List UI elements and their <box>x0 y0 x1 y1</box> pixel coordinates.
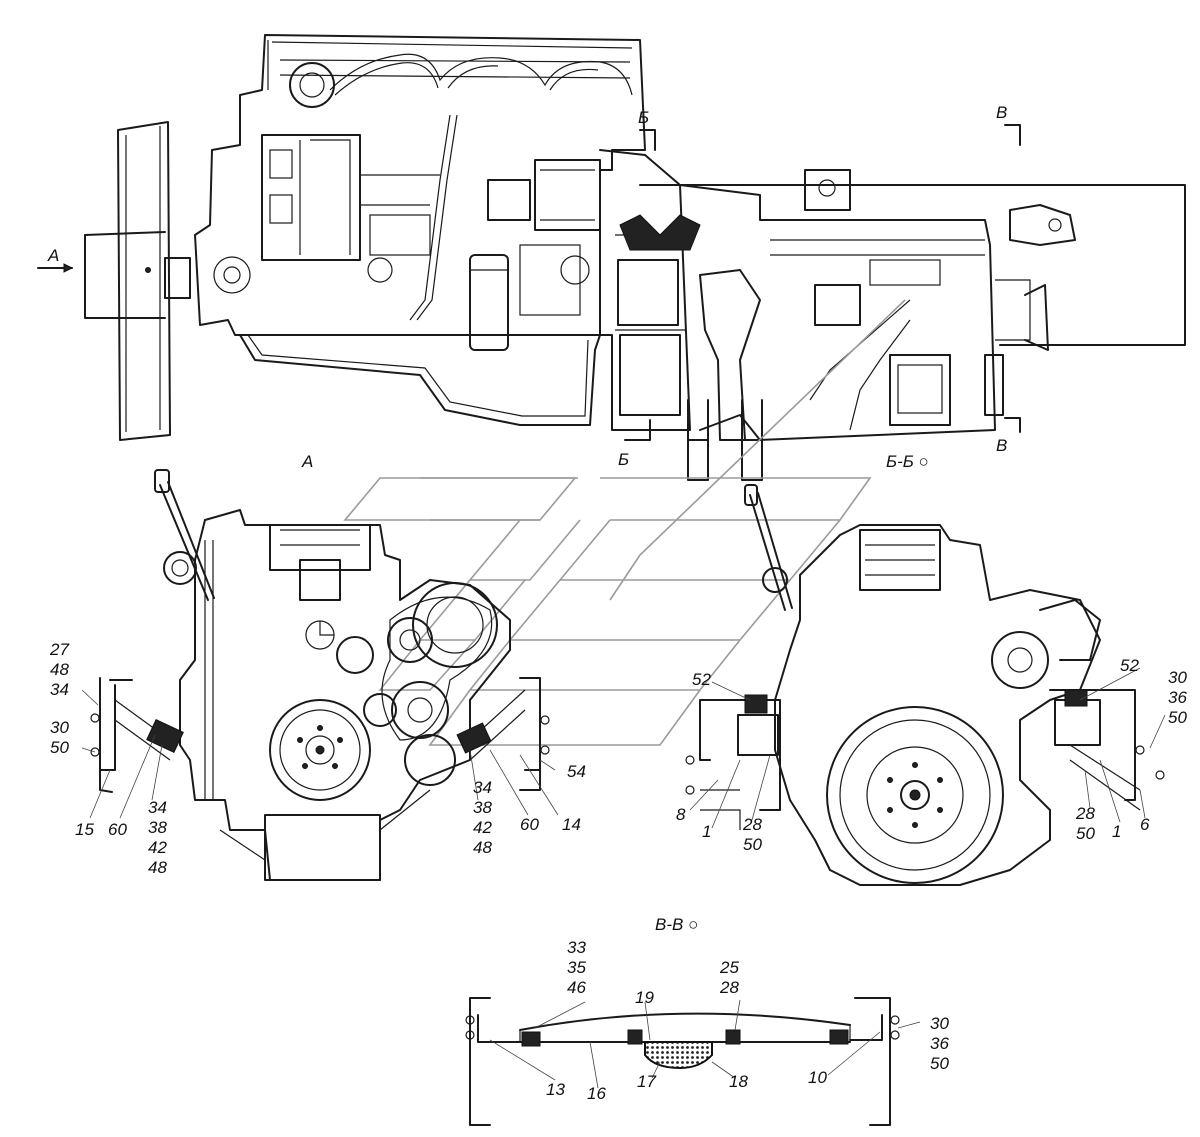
section-mark-a-left: А <box>48 246 60 265</box>
callout-27-48-34: 27 48 34 <box>50 640 69 699</box>
fan-disc <box>117 121 191 441</box>
projection-guides <box>343 299 906 746</box>
callout-17: 17 <box>637 1072 656 1091</box>
callout-8: 8 <box>676 805 686 824</box>
callout-10: 10 <box>808 1068 827 1087</box>
callout-leaders <box>81 667 1166 1089</box>
callout-1-right: 1 <box>1112 822 1122 841</box>
section-title-bb-text: Б-Б <box>886 452 914 471</box>
rear-view-bb <box>685 484 1165 886</box>
gearbox <box>679 169 1049 481</box>
engine-block <box>194 34 646 351</box>
callout-13: 13 <box>546 1080 565 1099</box>
top-side-view <box>37 34 1186 481</box>
circle-icon: ○ <box>918 452 929 471</box>
callout-15: 15 <box>75 820 94 839</box>
callout-14: 14 <box>562 815 581 834</box>
section-mark-v-bottom: В <box>996 436 1008 455</box>
callout-60-right: 60 <box>520 815 539 834</box>
callout-34-38-42-48-right: 34 38 42 48 <box>473 778 492 857</box>
section-title-vv: В-В ○ <box>655 915 698 935</box>
callout-19: 19 <box>635 988 654 1007</box>
section-mark-b-bottom: Б <box>618 450 630 469</box>
callout-30-36-50-right: 30 36 50 <box>1168 668 1187 727</box>
callout-54: 54 <box>567 762 586 781</box>
section-title-bb: Б-Б ○ <box>886 452 929 472</box>
callout-28-50-right: 28 50 <box>1076 804 1095 843</box>
front-view-a <box>90 469 550 881</box>
callout-34-38-42-48-left: 34 38 42 48 <box>148 798 167 877</box>
callout-52-right: 52 <box>1120 656 1139 675</box>
section-vv <box>465 997 900 1126</box>
circle-icon: ○ <box>688 915 699 934</box>
callout-6: 6 <box>1140 815 1150 834</box>
section-mark-b-top: Б <box>638 108 650 127</box>
callout-1-left: 1 <box>702 822 712 841</box>
section-mark-v-top: В <box>996 103 1008 122</box>
callout-52-left: 52 <box>692 670 711 689</box>
callout-30-36-50-bottom: 30 36 50 <box>930 1014 949 1073</box>
callout-16: 16 <box>587 1084 606 1103</box>
section-title-vv-text: В-В <box>655 915 684 934</box>
callout-33-35-46: 33 35 46 <box>567 938 586 997</box>
callout-60-left: 60 <box>108 820 127 839</box>
callout-18: 18 <box>729 1072 748 1091</box>
callout-28-50-left: 28 50 <box>743 815 762 854</box>
flywheel-housing <box>599 149 701 431</box>
section-mark-a-bottom: А <box>302 452 314 471</box>
callout-25-28: 25 28 <box>720 958 739 997</box>
callout-30-50: 30 50 <box>50 718 69 757</box>
